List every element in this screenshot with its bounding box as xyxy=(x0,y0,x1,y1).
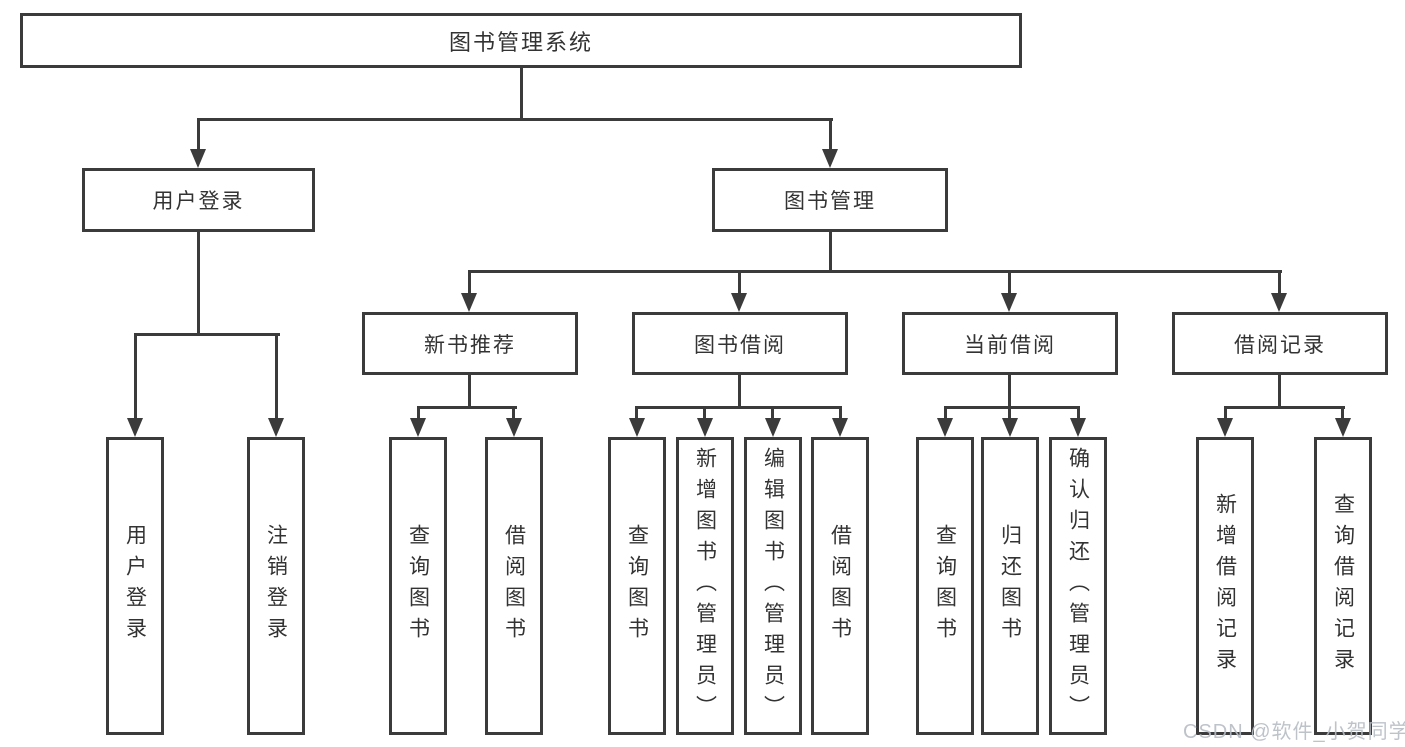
watermark: CSDN @软件_小贺同学 xyxy=(1183,721,1405,743)
arrow-down-icon xyxy=(268,418,284,437)
arrow-down-icon xyxy=(506,418,522,437)
connector-line xyxy=(1278,270,1281,296)
node-book-management: 图书管理 xyxy=(712,168,948,232)
connector-line xyxy=(197,118,833,121)
arrow-down-icon xyxy=(765,418,781,437)
leaf-user-login: 用户登录 xyxy=(106,437,164,735)
leaf-query-books-recommend-label: 查询图书 xyxy=(406,524,430,648)
node-root-label: 图书管理系统 xyxy=(448,29,593,55)
leaf-query-books-recommend: 查询图书 xyxy=(389,437,447,735)
leaf-borrow-books: 借阅图书 xyxy=(811,437,869,735)
leaf-query-borrow-record: 查询借阅记录 xyxy=(1314,437,1372,735)
arrow-down-icon xyxy=(1217,418,1233,437)
connector-line xyxy=(134,333,137,421)
leaf-logout: 注销登录 xyxy=(247,437,305,735)
leaf-edit-book-admin-label: 编辑图书（管理员） xyxy=(761,446,785,726)
leaf-edit-book-admin: 编辑图书（管理员） xyxy=(744,437,802,735)
connector-line xyxy=(468,270,1282,273)
node-user-login: 用户登录 xyxy=(82,168,315,232)
leaf-add-book-admin: 新增图书（管理员） xyxy=(676,437,734,735)
connector-line xyxy=(839,406,842,420)
arrow-down-icon xyxy=(1271,293,1287,312)
node-borrow-records: 借阅记录 xyxy=(1172,312,1388,375)
arrow-down-icon xyxy=(937,418,953,437)
node-borrow-records-label: 借阅记录 xyxy=(1234,333,1326,357)
leaf-query-books-borrow: 查询图书 xyxy=(608,437,666,735)
leaf-borrow-books-recommend: 借阅图书 xyxy=(485,437,543,735)
connector-line xyxy=(635,406,638,420)
connector-line xyxy=(635,406,842,409)
connector-line xyxy=(1341,406,1344,420)
connector-line xyxy=(417,406,420,420)
leaf-user-login-label: 用户登录 xyxy=(123,524,147,648)
connector-line xyxy=(1224,406,1345,409)
connector-line xyxy=(944,406,947,420)
connector-line xyxy=(1224,406,1227,420)
connector-line xyxy=(468,375,471,409)
arrow-down-icon xyxy=(731,293,747,312)
arrow-down-icon xyxy=(629,418,645,437)
connector-line xyxy=(738,270,741,296)
node-root: 图书管理系统 xyxy=(20,13,1022,68)
leaf-borrow-books-recommend-label: 借阅图书 xyxy=(502,524,526,648)
connector-line xyxy=(197,232,200,336)
leaf-query-books-current-label: 查询图书 xyxy=(933,524,957,648)
leaf-query-borrow-record-label: 查询借阅记录 xyxy=(1331,493,1355,679)
node-new-book-recommend: 新书推荐 xyxy=(362,312,578,375)
arrow-down-icon xyxy=(190,149,206,168)
leaf-return-book: 归还图书 xyxy=(981,437,1039,735)
arrow-down-icon xyxy=(1001,293,1017,312)
leaf-logout-label: 注销登录 xyxy=(264,524,288,648)
arrow-down-icon xyxy=(822,149,838,168)
connector-line xyxy=(275,333,278,421)
arrow-down-icon xyxy=(410,418,426,437)
node-current-borrow-label: 当前借阅 xyxy=(964,333,1056,357)
connector-line xyxy=(703,406,706,420)
leaf-confirm-return-admin-label: 确认归还（管理员） xyxy=(1066,446,1090,726)
node-book-borrow-label: 图书借阅 xyxy=(694,333,786,357)
arrow-down-icon xyxy=(1070,418,1086,437)
connector-line xyxy=(134,333,280,336)
connector-line xyxy=(417,406,517,409)
connector-line xyxy=(1008,406,1011,420)
connector-line xyxy=(512,406,515,420)
leaf-return-book-label: 归还图书 xyxy=(998,524,1022,648)
connector-line xyxy=(1077,406,1080,420)
connector-line xyxy=(829,232,832,273)
leaf-add-borrow-record-label: 新增借阅记录 xyxy=(1213,493,1237,679)
connector-line xyxy=(520,68,523,121)
node-book-borrow: 图书借阅 xyxy=(632,312,848,375)
connector-line xyxy=(1008,270,1011,296)
leaf-confirm-return-admin: 确认归还（管理员） xyxy=(1049,437,1107,735)
node-current-borrow: 当前借阅 xyxy=(902,312,1118,375)
leaf-add-book-admin-label: 新增图书（管理员） xyxy=(693,446,717,726)
connector-line xyxy=(829,118,832,152)
leaf-query-books-borrow-label: 查询图书 xyxy=(625,524,649,648)
arrow-down-icon xyxy=(461,293,477,312)
connector-line xyxy=(468,270,471,296)
arrow-down-icon xyxy=(1002,418,1018,437)
connector-line xyxy=(944,406,1080,409)
connector-line xyxy=(771,406,774,420)
node-new-book-recommend-label: 新书推荐 xyxy=(424,333,516,357)
leaf-add-borrow-record: 新增借阅记录 xyxy=(1196,437,1254,735)
arrow-down-icon xyxy=(697,418,713,437)
node-book-management-label: 图书管理 xyxy=(784,190,876,213)
leaf-query-books-current: 查询图书 xyxy=(916,437,974,735)
connector-line xyxy=(1008,375,1011,409)
node-user-login-label: 用户登录 xyxy=(152,190,245,213)
arrow-down-icon xyxy=(832,418,848,437)
connector-line xyxy=(197,118,200,152)
arrow-down-icon xyxy=(1335,418,1351,437)
connector-line xyxy=(1278,375,1281,409)
arrow-down-icon xyxy=(127,418,143,437)
leaf-borrow-books-label: 借阅图书 xyxy=(828,524,852,648)
connector-line xyxy=(738,375,741,409)
